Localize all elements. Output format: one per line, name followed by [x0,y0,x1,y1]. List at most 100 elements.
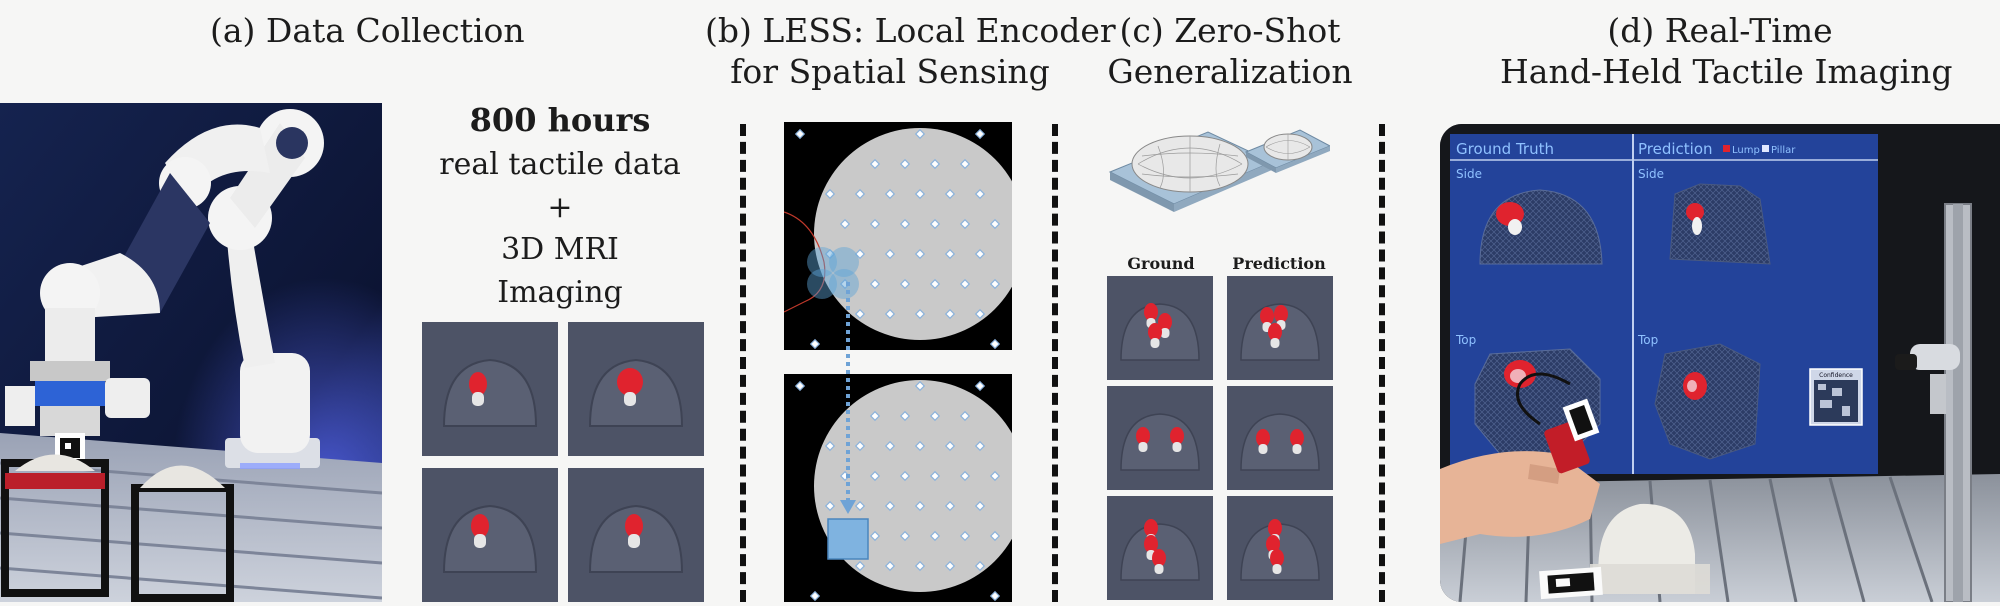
sensor-marker [794,128,806,140]
robot-arm-photo [0,103,382,602]
sensor-marker [914,248,926,260]
panel-b-title: (b) LESS: Local Encoder for Spatial Sens… [705,11,1116,91]
gt-tile-row2 [1106,385,1214,491]
sensor-marker [929,410,941,422]
screen-prediction-header: Prediction [1638,140,1713,158]
data-mri-text: 3D MRI [501,232,619,267]
sensor-marker [959,530,971,542]
generalization-grid [1106,275,1334,606]
pred-tile-row2 [1226,385,1334,491]
sensor-marker [839,218,851,230]
less-top-grid [794,128,1001,350]
sensor-marker [899,530,911,542]
sensor-marker [914,188,926,200]
data-plus-text: + [547,190,573,225]
screen-top-label-right: Top [1637,333,1658,347]
sensor-marker [974,380,986,392]
sensor-marker [944,308,956,320]
sensor-marker [959,158,971,170]
sensor-marker [974,248,986,260]
sensor-marker [899,470,911,482]
mri-tile-grid [421,321,705,606]
sensor-marker [869,410,881,422]
sensor-marker [899,410,911,422]
sensor-marker [854,440,866,452]
sensor-marker [914,128,926,140]
mri-tile-4 [567,467,705,603]
sensor-marker [989,590,1001,602]
gt-tile-row3 [1106,495,1214,601]
sensor-marker [824,188,836,200]
sensor-marker [944,248,956,260]
sensor-marker [869,158,881,170]
sensor-marker [989,470,1001,482]
sensor-marker [884,560,896,572]
sensor-marker [854,188,866,200]
sensor-marker [884,440,896,452]
sensor-marker [884,248,896,260]
mri-tile-3 [421,467,559,603]
sensor-marker [974,188,986,200]
screen-confidence-label: Confidence [1819,372,1853,379]
sensor-marker [929,470,941,482]
sensor-marker [944,440,956,452]
sensor-marker [974,500,986,512]
sensor-marker [914,560,926,572]
sensor-marker [899,218,911,230]
less-encoded-patch [827,518,869,560]
sensor-marker [959,410,971,422]
data-hours-text: 800 hours [469,101,651,139]
sensor-marker [869,470,881,482]
screen-legend-lump: Lump [1732,145,1760,156]
sensor-marker [989,278,1001,290]
sensor-marker [974,440,986,452]
data-real-tactile-text: real tactile data [439,147,681,182]
sensor-marker [974,308,986,320]
sensor-marker [869,278,881,290]
sensor-marker [929,158,941,170]
gt-tile-row1 [1106,275,1214,381]
sensor-marker [914,440,926,452]
sensor-marker [914,380,926,392]
sensor-marker [974,128,986,140]
sensor-marker [809,338,821,350]
sensor-marker [869,218,881,230]
sensor-marker [929,278,941,290]
sensor-marker [944,560,956,572]
screen-side-label-left: Side [1456,167,1482,181]
sensor-marker [839,470,851,482]
less-bottom-grid [794,380,1001,602]
sensor-marker [869,530,881,542]
sensor-marker [809,590,821,602]
sensor-marker [854,308,866,320]
sensor-marker [929,530,941,542]
sensor-marker [914,500,926,512]
sensor-marker [854,560,866,572]
pred-tile-row1 [1226,275,1334,381]
sensor-marker [899,158,911,170]
sensor-marker [989,218,1001,230]
phantom-mesh-illustration [1108,122,1332,236]
sensor-marker [854,248,866,260]
separator-c-d [1379,124,1385,602]
sensor-marker [824,248,836,260]
panel-c-title: (c) Zero-Shot Generalization [1107,11,1353,91]
sensor-marker [914,308,926,320]
sensor-marker [944,500,956,512]
sensor-marker [839,278,851,290]
sensor-marker [929,218,941,230]
pred-tile-row3 [1226,495,1334,601]
sensor-marker [989,338,1001,350]
sensor-marker [854,500,866,512]
sensor-marker [959,218,971,230]
less-diagram [783,122,1026,606]
separator-a-b [740,124,746,602]
hand-held-imaging-photo: Ground Truth Prediction Lump Pillar Side… [1440,124,2000,602]
separator-b-c [1052,124,1058,602]
sensor-marker [884,188,896,200]
sensor-marker [794,380,806,392]
panel-d-title: (d) Real-Time Hand-Held Tactile Imaging [1500,11,1953,91]
panel-a-title: (a) Data Collection [210,11,525,50]
sensor-marker [884,500,896,512]
sensor-marker [899,278,911,290]
